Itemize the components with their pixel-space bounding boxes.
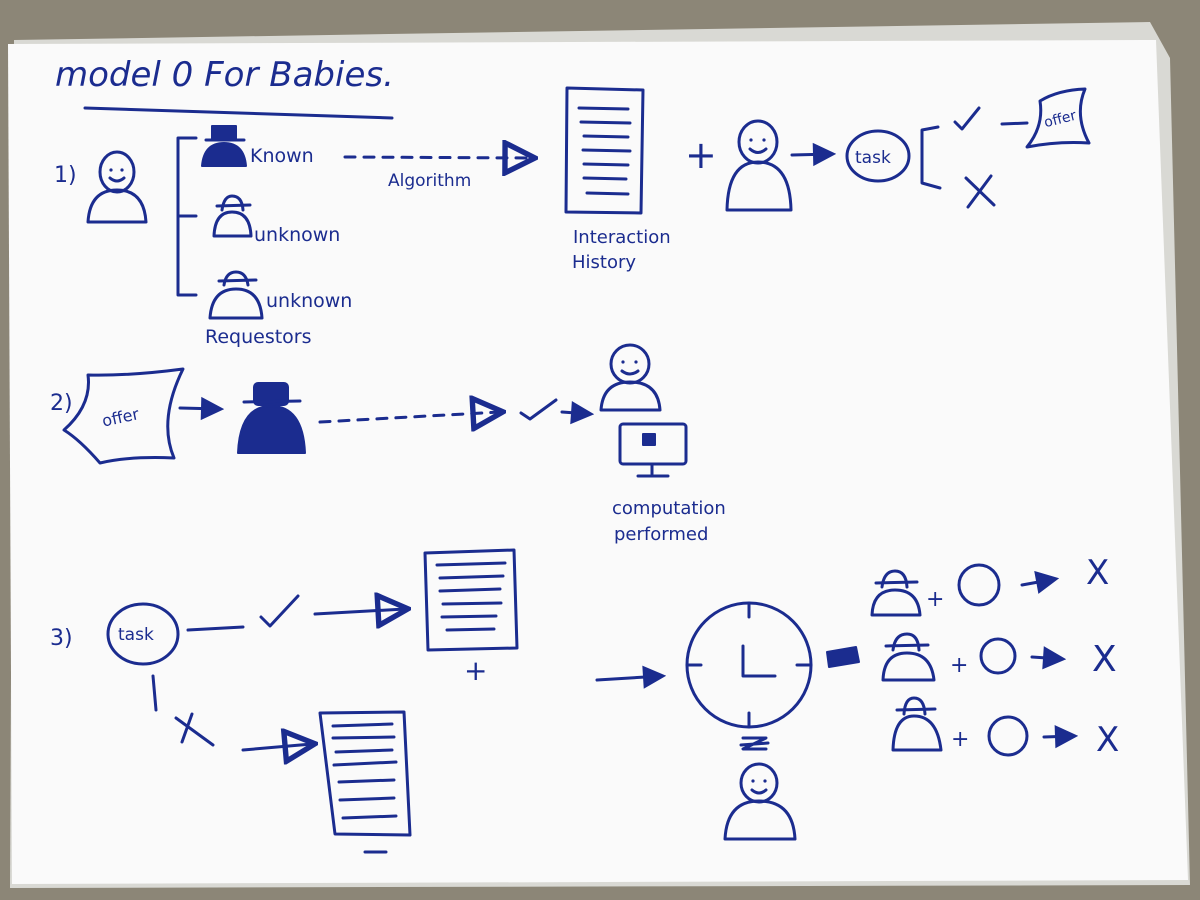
plus-sign: + [951, 727, 969, 752]
offer-arrow [180, 408, 220, 409]
section-2-marker: 2) [50, 391, 73, 416]
task-label: task [855, 148, 891, 168]
plus-sign: + [685, 133, 717, 177]
plus-sign: + [464, 654, 487, 687]
plus-sign: + [926, 587, 944, 612]
history-label-line2: History [572, 252, 636, 273]
computation-label-line2: performed [614, 524, 708, 545]
cross-label: X [1086, 553, 1109, 593]
plus-sign: + [950, 653, 968, 678]
paper-sheet [8, 40, 1188, 884]
unknown-label-2: unknown [266, 290, 352, 312]
row-arrow [1032, 657, 1062, 659]
section-3-marker: 3) [50, 626, 73, 651]
known-label: Known [250, 145, 314, 167]
section-1-marker: 1) [54, 163, 77, 188]
offer-connector [1002, 123, 1027, 124]
small-arrow [562, 412, 590, 414]
history-label-line1: Interaction [573, 227, 671, 248]
algorithm-label: Algorithm [388, 171, 471, 191]
unknown-label-1: unknown [254, 224, 340, 246]
cross-label: X [1096, 720, 1119, 760]
computation-label-line1: computation [612, 498, 726, 519]
task-arrow [792, 154, 832, 155]
cross-label: X [1092, 639, 1117, 680]
row-arrow [1044, 736, 1074, 737]
title: model 0 For Babies. [55, 55, 394, 95]
requestors-label: Requestors [205, 326, 312, 348]
task-label-3: task [118, 625, 154, 645]
